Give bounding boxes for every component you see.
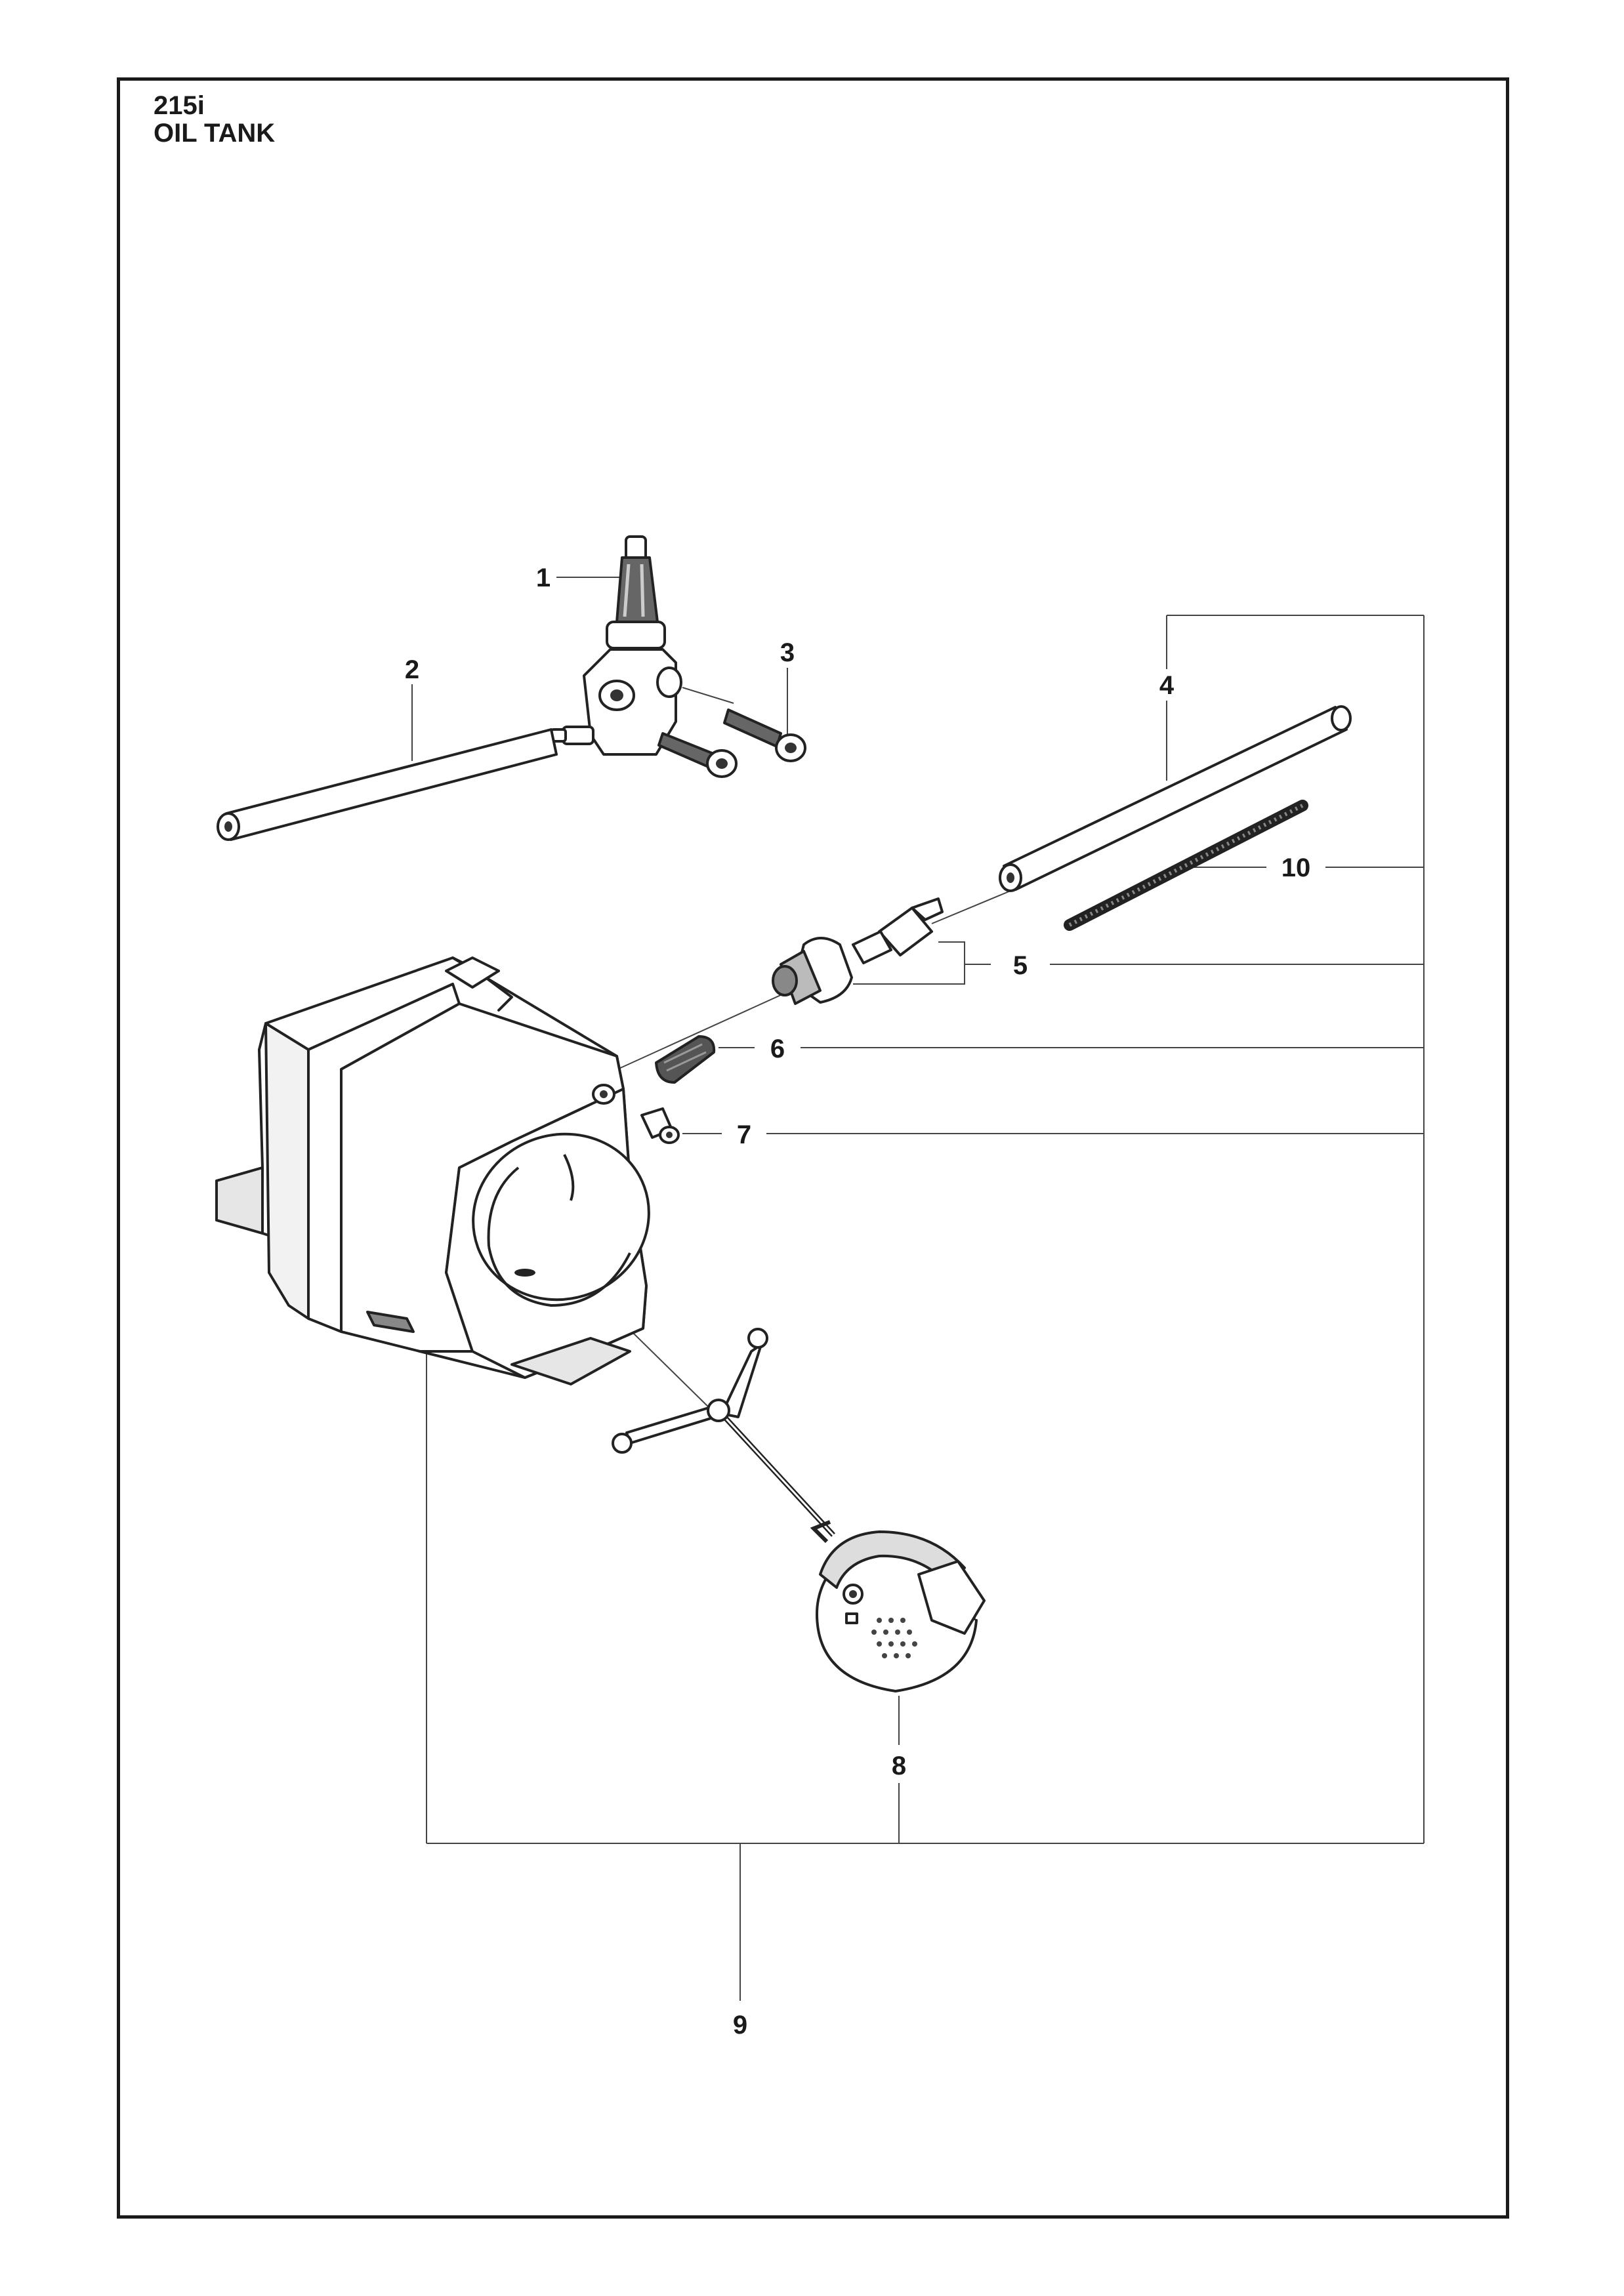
callout-3: 3 (780, 638, 795, 667)
callout-6: 6 (770, 1035, 785, 1063)
callout-7: 7 (737, 1120, 751, 1149)
callout-9: 9 (733, 2011, 747, 2040)
nipple-part (640, 1107, 680, 1144)
callout-8: 8 (892, 1752, 906, 1780)
callout-5: 5 (1013, 951, 1028, 980)
model-number: 215i (154, 91, 205, 120)
screw-part (723, 708, 806, 762)
hose-fitting-part (852, 897, 944, 964)
oil-pump-part (550, 535, 682, 756)
hose-fitting-part (772, 937, 853, 1005)
assembly-name: OIL TANK (154, 119, 276, 148)
callout-2: 2 (405, 655, 419, 684)
oil-filter-part (655, 1035, 716, 1084)
oil-tank-part (215, 956, 650, 1385)
oil-hose-part (999, 705, 1352, 892)
callout-1: 1 (536, 564, 551, 592)
oil-cap-part (612, 1328, 986, 1692)
callout-10: 10 (1281, 853, 1311, 882)
spring-part (1064, 800, 1308, 931)
callout-4: 4 (1159, 671, 1175, 700)
screw-part (657, 732, 738, 778)
title-block: 215i OIL TANK (154, 92, 275, 148)
oil-hose-part (217, 728, 558, 841)
drawing-frame (117, 77, 1509, 2219)
